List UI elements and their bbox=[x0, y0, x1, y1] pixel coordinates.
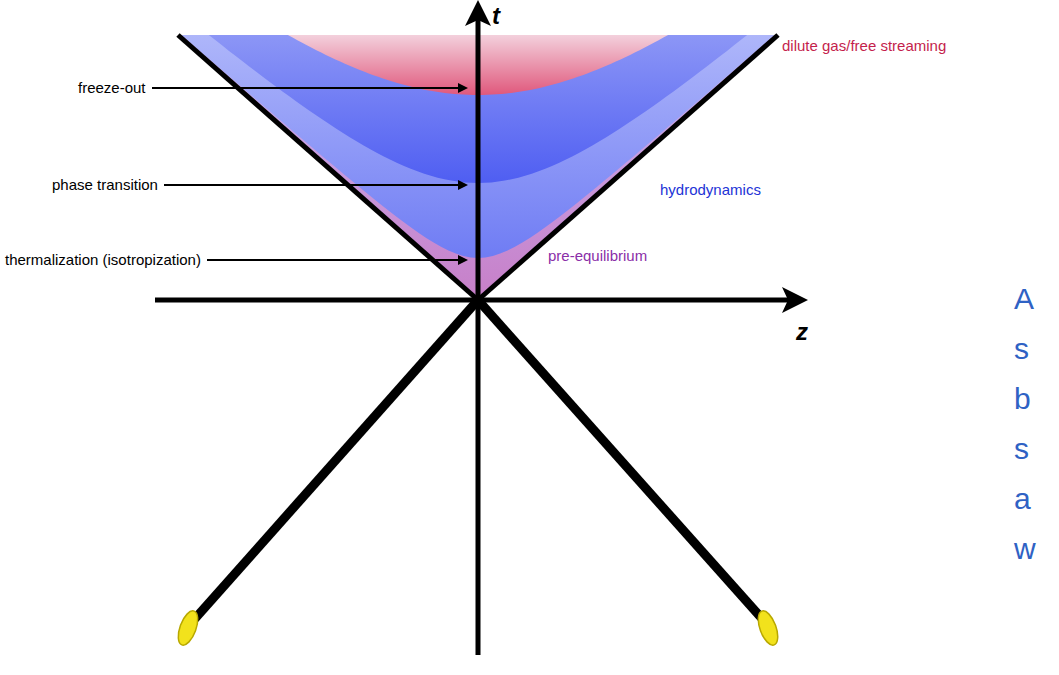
cut-text: A bbox=[1014, 282, 1034, 316]
cut-text: b bbox=[1014, 382, 1031, 416]
region-label: pre-equilibrium bbox=[548, 247, 647, 265]
leader-arrow bbox=[164, 184, 466, 186]
nucleus bbox=[754, 608, 781, 647]
axis-label: t bbox=[492, 2, 500, 30]
light-cone-line bbox=[178, 35, 478, 300]
light-cone-line bbox=[478, 35, 778, 300]
nucleus-worldline bbox=[192, 300, 478, 622]
leader-arrow bbox=[207, 259, 466, 261]
stage-label: phase transition bbox=[52, 176, 158, 194]
cut-text: a bbox=[1014, 482, 1031, 516]
region-label: hydrodynamics bbox=[660, 181, 761, 199]
nucleus-worldline bbox=[478, 300, 765, 622]
stage-label: freeze-out bbox=[78, 79, 146, 97]
cut-text: s bbox=[1014, 432, 1029, 466]
cut-text: s bbox=[1014, 332, 1029, 366]
cut-text: w bbox=[1014, 532, 1036, 566]
z-axis bbox=[155, 298, 800, 303]
region-label: dilute gas/free streaming bbox=[782, 37, 946, 55]
t-axis bbox=[476, 8, 481, 655]
axis-label: z bbox=[796, 318, 808, 346]
nucleus bbox=[174, 608, 201, 647]
leader-arrow bbox=[152, 87, 466, 89]
stage-label: thermalization (isotropization) bbox=[5, 251, 201, 269]
